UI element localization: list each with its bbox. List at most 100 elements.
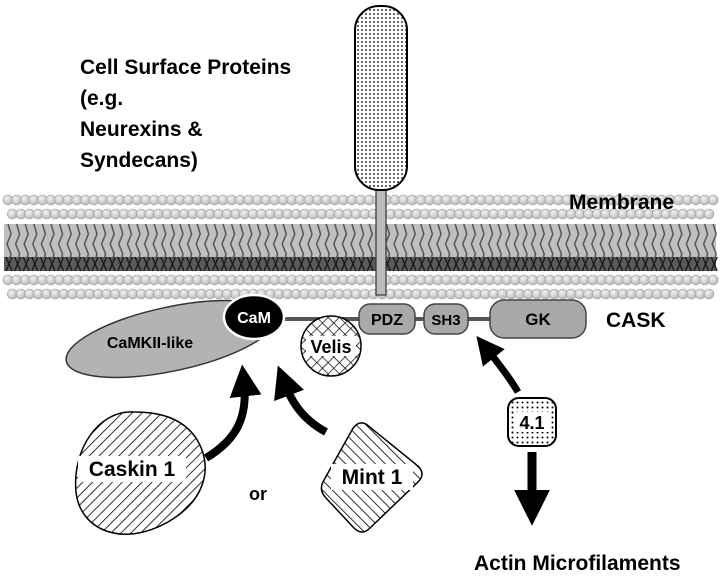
lipid-core-mark xyxy=(289,256,297,272)
lipid-core-mark xyxy=(658,256,667,272)
cam-label: CaM xyxy=(237,310,271,327)
camkii-like-label: CaMKII-like xyxy=(107,335,193,352)
lipid-core-mark xyxy=(151,256,159,272)
lipid-core-mark xyxy=(607,256,615,272)
lipid-core-mark xyxy=(512,256,521,272)
lipid-core-mark xyxy=(572,256,581,272)
title-line-1: Cell Surface Proteins xyxy=(80,56,292,79)
lipid-core-mark xyxy=(99,256,108,272)
lipid-core-mark xyxy=(409,256,417,272)
lipid-core-mark xyxy=(701,256,710,272)
lipid-core-mark xyxy=(228,256,237,272)
sh3-label: SH3 xyxy=(431,312,460,329)
lipid-head xyxy=(703,208,715,220)
mint1-protein: Mint 1 xyxy=(320,422,423,533)
gk-label: GK xyxy=(525,310,551,329)
lipid-core-mark xyxy=(400,256,409,272)
lipid-core-mark xyxy=(271,256,280,272)
lipid-core-mark xyxy=(185,256,194,272)
mint1-to-cam-arrow-icon xyxy=(274,365,328,436)
lipid-core-mark xyxy=(581,256,589,272)
lipid-bilayer-membrane xyxy=(2,194,719,300)
lipid-core-mark xyxy=(297,256,306,272)
lipid-core-mark xyxy=(254,256,263,272)
lipid-core-mark xyxy=(168,256,177,272)
lipid-core-mark xyxy=(641,256,650,272)
lipid-core-mark xyxy=(349,256,357,272)
lipid-core-mark xyxy=(710,256,718,272)
lipid-core-mark xyxy=(82,256,91,272)
lipid-core-mark xyxy=(340,256,349,272)
caskin1-protein: Caskin 1 xyxy=(74,411,206,535)
lipid-core-mark xyxy=(426,256,435,272)
lipid-core-mark xyxy=(650,256,658,272)
cask-label: CASK xyxy=(606,309,666,332)
lipid-core-mark xyxy=(142,256,151,272)
lipid-core-mark xyxy=(280,256,288,272)
cam-ellipse xyxy=(222,293,286,341)
gk-box xyxy=(489,299,587,339)
lipid-core-mark xyxy=(693,256,701,272)
lipid-core-mark xyxy=(211,256,220,272)
lipid-core-mark xyxy=(486,256,495,272)
lipid-core-mark xyxy=(590,256,598,272)
lipid-core-mark xyxy=(177,256,185,272)
cell-surface-protein xyxy=(354,5,408,296)
lipid-head xyxy=(707,274,719,286)
lipid-core-mark xyxy=(237,256,245,272)
lipid-core-mark xyxy=(495,256,503,272)
lipid-core-mark xyxy=(263,256,271,272)
lipid-core-mark xyxy=(39,256,48,272)
extracellular-domain xyxy=(354,5,408,191)
lipid-core-mark xyxy=(452,256,460,272)
lipid-core-mark xyxy=(65,256,73,272)
lipid-core-mark xyxy=(547,256,555,272)
cam-domain: CaM xyxy=(222,293,286,341)
caskin1-label-bg xyxy=(78,456,186,482)
lipid-core-mark xyxy=(108,256,116,272)
lipid-core-mark xyxy=(117,256,125,272)
lipid-core-mark xyxy=(684,256,693,272)
caskin1-label: Caskin 1 xyxy=(89,458,176,481)
lipid-core-mark xyxy=(56,256,65,272)
title-line-2: (e.g. xyxy=(80,87,124,110)
lipid-core-mark xyxy=(332,256,340,272)
pdz-label: PDZ xyxy=(371,312,403,329)
lipid-core-mark xyxy=(31,256,39,272)
lipid-core-mark xyxy=(91,256,99,272)
lipid-core-mark xyxy=(538,256,546,272)
lipid-core-mark xyxy=(418,256,426,272)
sh3-domain: SH3 xyxy=(423,303,469,335)
lipid-core-mark xyxy=(392,256,400,272)
lipid-core-mark xyxy=(357,256,366,272)
velis-label: Velis xyxy=(310,337,351,357)
lipid-core-mark xyxy=(134,256,142,272)
gk-domain: GK xyxy=(489,299,587,339)
membrane-label: Membrane xyxy=(569,191,674,214)
lipid-core-mark xyxy=(461,256,469,272)
actin-microfilaments-label: Actin Microfilaments xyxy=(474,552,681,575)
lipid-core-mark xyxy=(246,256,254,272)
lipid-core-mark xyxy=(125,256,134,272)
lipid-core-mark xyxy=(615,256,624,272)
lipid-head xyxy=(703,288,715,300)
lipid-core-mark xyxy=(555,256,564,272)
lipid-core-mark xyxy=(203,256,211,272)
protein-4-1-label-bg xyxy=(515,412,549,432)
lipid-head xyxy=(707,194,719,206)
transmembrane-stalk xyxy=(375,184,387,296)
lipid-core-mark xyxy=(194,256,202,272)
lipid-core-mark xyxy=(521,256,529,272)
lipid-core-mark xyxy=(323,256,331,272)
lipid-core-mark xyxy=(160,256,168,272)
lipid-core-mark xyxy=(469,256,478,272)
sh3-box xyxy=(423,303,469,335)
protein-4-1: 4.1 xyxy=(507,397,557,447)
protein-4-1-label: 4.1 xyxy=(519,413,544,433)
lipid-core-mark xyxy=(306,256,314,272)
lipid-core-mark xyxy=(564,256,572,272)
lipid-core-mark xyxy=(435,256,443,272)
lipid-core-mark xyxy=(443,256,452,272)
caskin1-to-cam-arrow-icon xyxy=(203,364,262,462)
